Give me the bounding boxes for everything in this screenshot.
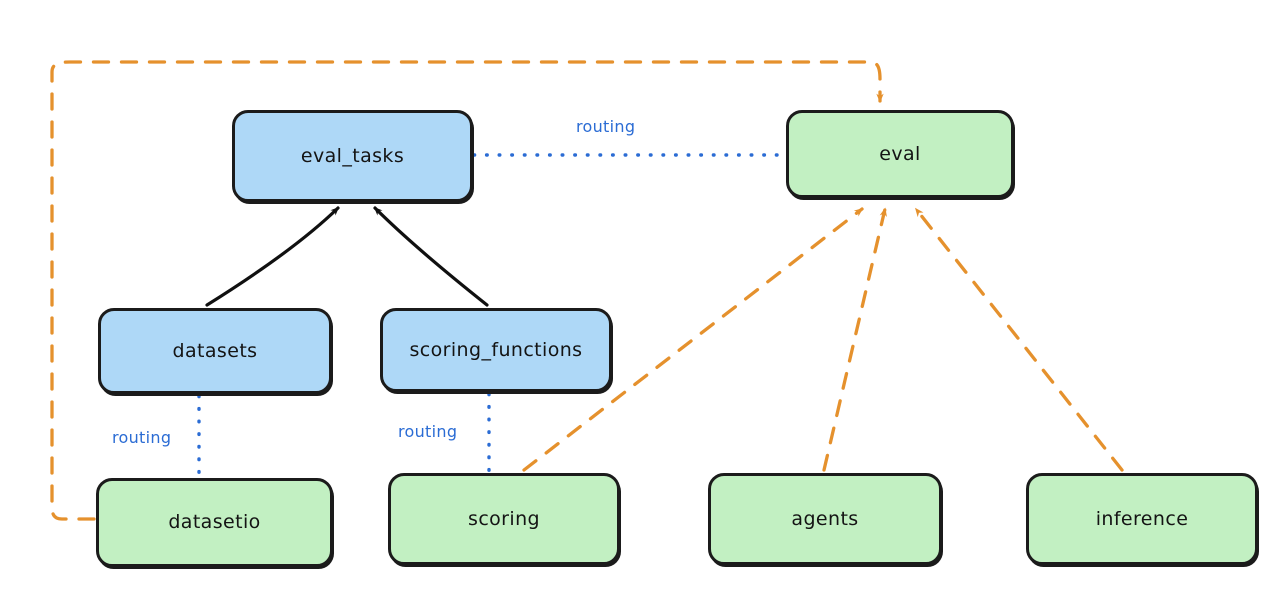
node-scoring-functions-label: scoring_functions bbox=[409, 338, 583, 361]
node-inference[interactable]: inference bbox=[1026, 473, 1258, 565]
node-scoring[interactable]: scoring bbox=[388, 473, 620, 565]
node-datasetio-label: datasetio bbox=[168, 511, 261, 534]
node-eval[interactable]: eval bbox=[786, 110, 1014, 198]
node-agents[interactable]: agents bbox=[708, 473, 942, 565]
edge-agents-to-eval bbox=[822, 207, 887, 472]
node-eval-tasks-label: eval_tasks bbox=[300, 144, 405, 167]
edge-inference-to-eval bbox=[914, 207, 1124, 472]
edge-scoring-to-eval bbox=[522, 207, 864, 472]
edge-label-routing-scoring-functions-scoring: routing bbox=[398, 422, 458, 441]
node-datasetio[interactable]: datasetio bbox=[96, 478, 333, 567]
node-eval-tasks[interactable]: eval_tasks bbox=[232, 110, 473, 202]
node-scoring-label: scoring bbox=[468, 507, 540, 530]
node-datasets-label: datasets bbox=[172, 339, 258, 362]
edge-label-routing-datasets-datasetio: routing bbox=[112, 428, 172, 447]
node-datasets[interactable]: datasets bbox=[98, 308, 332, 394]
edge-label-routing-eval-tasks-eval: routing bbox=[576, 117, 636, 136]
edge-datasets-to-eval-tasks bbox=[205, 206, 340, 307]
node-agents-label: agents bbox=[791, 507, 859, 530]
node-inference-label: inference bbox=[1095, 507, 1189, 530]
node-scoring-functions[interactable]: scoring_functions bbox=[380, 308, 612, 392]
edge-datasetio-to-eval bbox=[50, 60, 884, 521]
edge-scoring-functions-to-eval-tasks bbox=[373, 206, 489, 307]
node-eval-label: eval bbox=[879, 142, 921, 165]
